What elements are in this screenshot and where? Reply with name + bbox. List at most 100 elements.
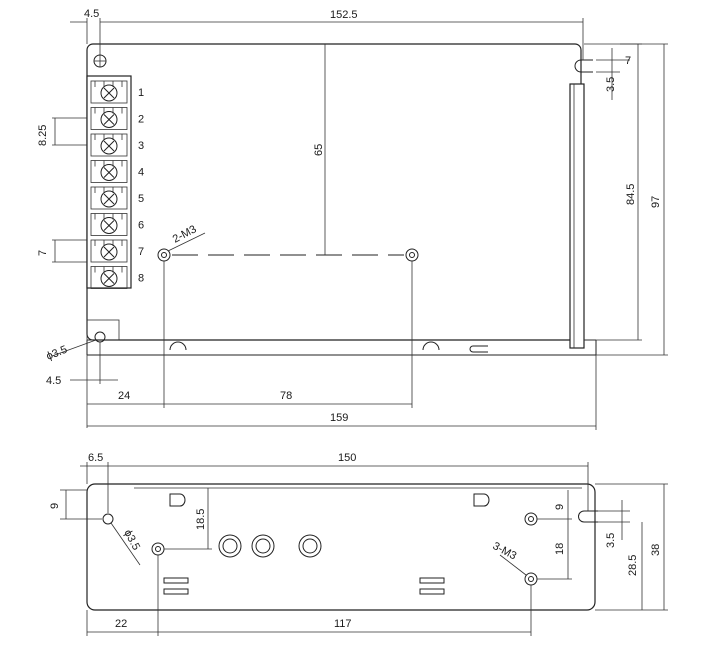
dim-base-length: 159 <box>330 412 348 424</box>
right-rail <box>569 83 585 349</box>
vent-slot <box>419 577 445 584</box>
dim-right-hole-vertical: 9 <box>554 504 566 510</box>
component-circle-3 <box>298 534 322 558</box>
mount-hole-1-core <box>155 546 161 552</box>
bottom-view: 6.5 150 9 ϕ3.5 18.5 9 18 3-M3 3.5 28.5 <box>49 452 668 636</box>
terminal-screw-icon <box>100 164 118 181</box>
terminal-screw-cross <box>103 167 115 178</box>
bottom-feature-3 <box>469 345 488 353</box>
leader-hole-diameter <box>51 339 97 357</box>
terminal-cell <box>90 80 128 104</box>
mount-hole-2-core <box>528 516 534 522</box>
terminal-cell <box>90 213 128 236</box>
dim-left-hole-vertical: 9 <box>49 503 61 509</box>
terminal-screw-cross <box>103 140 115 152</box>
bottom-right-slot <box>578 510 598 523</box>
vent-slot <box>163 577 189 584</box>
dim-edge-offset: 6.5 <box>88 452 103 464</box>
terminal-7: 7 <box>90 239 144 263</box>
hole-left-top <box>102 513 114 525</box>
terminal-1: 1 <box>90 80 144 104</box>
dim-bottom-slot-width: 3.5 <box>605 533 617 548</box>
bottom-feature-2 <box>422 341 440 351</box>
terminal-label: 6 <box>138 220 144 232</box>
terminal-6: 6 <box>90 213 144 236</box>
d-tab-right <box>473 493 490 507</box>
terminal-cell <box>90 160 128 183</box>
terminal-3: 3 <box>90 133 144 157</box>
vent-slot <box>419 588 445 595</box>
terminal-8: 8 <box>90 266 144 289</box>
dim-left-hole-horizontal: 22 <box>115 618 127 630</box>
terminal-cell <box>90 266 128 289</box>
dim-terminal-block-width: 7 <box>37 250 49 256</box>
terminal-screw-icon <box>100 270 118 287</box>
dim-bottom-hole-offset: 4.5 <box>46 375 61 387</box>
terminal-screw-icon <box>100 243 118 261</box>
terminal-screw-icon <box>100 190 118 208</box>
leader-bottom-hole-diameter <box>110 522 141 566</box>
label-hole-diameter: ϕ3.5 <box>45 344 69 363</box>
terminal-screw-cross <box>103 193 115 205</box>
terminal-label: 1 <box>138 87 144 99</box>
terminal-screws: 1 2 3 4 5 6 7 8 <box>90 80 144 289</box>
terminal-screw-icon <box>100 111 118 128</box>
dim-hole-x-offset: 24 <box>118 390 130 402</box>
terminal-4: 4 <box>90 160 144 183</box>
bottom-chassis-outline <box>86 483 596 611</box>
mount-hole-right-core <box>409 252 415 258</box>
terminal-screw-cross <box>103 246 115 258</box>
component-circle-3-inner <box>302 538 318 554</box>
bottom-left-tab <box>86 319 120 341</box>
terminal-label: 2 <box>138 114 144 126</box>
terminal-label: 8 <box>138 273 144 285</box>
dim-edge-hole-offset: 4.5 <box>84 8 99 20</box>
terminal-cell <box>90 186 128 210</box>
terminal-screw-cross <box>103 87 115 99</box>
top-chassis-outline <box>86 43 582 341</box>
vent-slot <box>163 588 189 595</box>
mount-hole-3-core <box>528 576 534 582</box>
terminal-cell <box>90 239 128 263</box>
terminal-screw-cross <box>103 273 115 284</box>
component-circle-1 <box>218 534 242 558</box>
terminal-label: 7 <box>138 246 144 258</box>
terminal-cell <box>90 133 128 157</box>
dim-bottom-overall-length: 150 <box>338 452 356 464</box>
terminal-cell <box>90 107 128 130</box>
component-circle-2-inner <box>255 538 271 554</box>
dim-hole-spacing-vertical: 18 <box>554 543 566 555</box>
dim-slot-offset: 7 <box>625 55 631 67</box>
dim-overall-height: 97 <box>650 196 662 208</box>
terminal-screw-icon <box>100 137 118 155</box>
terminal-label: 3 <box>138 140 144 152</box>
terminal-screw-icon <box>100 217 118 234</box>
dim-terminal-pitch: 8.25 <box>37 125 49 146</box>
dim-mount-span-vertical: 65 <box>313 144 325 156</box>
bottom-feature-1 <box>169 341 187 351</box>
dim-slot-width: 3.5 <box>605 77 617 92</box>
terminal-screw-cross <box>103 220 115 231</box>
dim-hole-vertical-offset: 18.5 <box>195 509 207 530</box>
component-circle-2 <box>251 534 275 558</box>
terminal-5: 5 <box>90 186 144 210</box>
leader-bottom-mount-holes <box>499 554 527 576</box>
terminal-screw-icon <box>100 84 118 102</box>
leader-mount-holes <box>167 232 206 252</box>
dim-rail-height: 84.5 <box>625 184 637 205</box>
terminal-2: 2 <box>90 107 144 130</box>
mount-hole-left-core <box>161 252 167 258</box>
d-tab-left <box>169 493 186 507</box>
terminal-label: 4 <box>138 167 144 179</box>
component-circle-1-inner <box>222 538 238 554</box>
dim-bottom-overall-height: 38 <box>650 544 662 556</box>
dim-overall-length: 152.5 <box>330 9 358 21</box>
dim-bottom-slot-height: 28.5 <box>627 555 639 576</box>
terminal-screw-cross <box>103 114 115 125</box>
dim-mount-span-horizontal: 78 <box>280 390 292 402</box>
terminal-label: 5 <box>138 193 144 205</box>
dim-bottom-mount-span: 117 <box>334 618 352 630</box>
